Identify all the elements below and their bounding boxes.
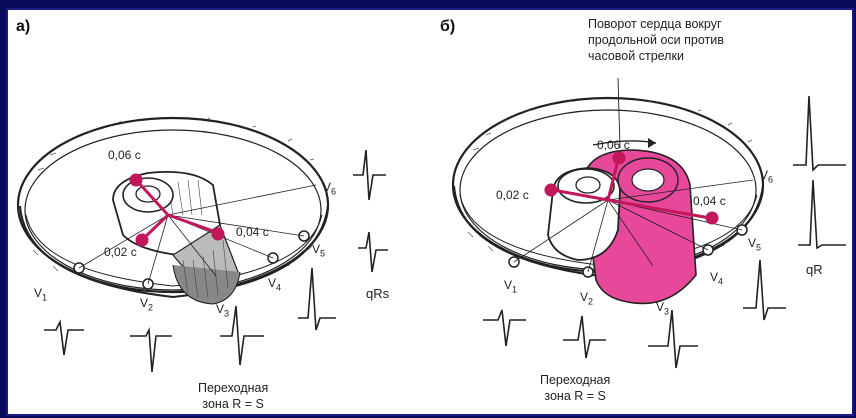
time-label-0-02-b: 0,02 с [496,188,529,202]
rotation-title: Поворот сердца вокруг продольной оси про… [588,16,724,64]
complex-label-qr: qR [806,262,823,277]
transition-zone-label-a: Переходная зона R = S [198,380,268,412]
lead-v3-b: V3 [656,300,669,316]
complex-label-qrs: qRs [366,286,389,301]
time-label-0-06-b: 0,06 с [597,138,630,152]
transition-line2: зона R = S [198,396,268,412]
lead-v3: V3 [216,302,229,318]
panel-b-label: б) [440,18,455,36]
rotation-title-line3: часовой стрелки [588,48,724,64]
transition-line1-b: Переходная [540,372,610,388]
lead-v2: V2 [140,296,153,312]
lead-v6-b: V6 [760,168,773,184]
figure-frame: а) 0,06 с 0,02 с 0,04 с V1 V2 V3 V4 V5 V… [6,8,854,416]
lead-v1: V1 [34,286,47,302]
lead-v4: V4 [268,276,281,292]
lead-v1-b: V1 [504,278,517,294]
transition-line1: Переходная [198,380,268,396]
diagram-drawing [8,10,852,414]
time-label-0-02: 0,02 с [104,245,137,259]
lead-v2-b: V2 [580,290,593,306]
time-label-0-06: 0,06 с [108,148,141,162]
time-label-0-04-b: 0,04 с [693,194,726,208]
lead-v5: V5 [312,242,325,258]
lead-v6: V6 [323,180,336,196]
lead-v5-b: V5 [748,236,761,252]
rotation-title-line2: продольной оси против [588,32,724,48]
panel-a-drawing [18,117,388,372]
lead-v4-b: V4 [710,270,723,286]
panel-a-label: а) [16,18,30,36]
time-label-0-04: 0,04 с [236,225,269,239]
panel-b-drawing [453,78,846,368]
transition-zone-label-b: Переходная зона R = S [540,372,610,404]
transition-line2-b: зона R = S [540,388,610,404]
rotation-title-line1: Поворот сердца вокруг [588,16,724,32]
